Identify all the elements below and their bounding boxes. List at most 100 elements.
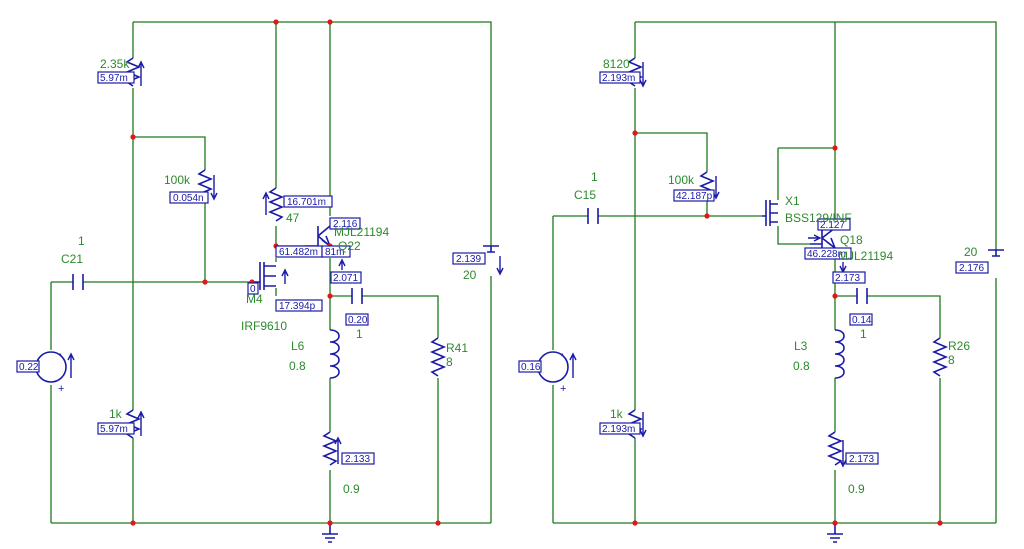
svg-text:+: + (560, 383, 566, 395)
left-r-bias-probe-box (169, 191, 209, 204)
right-source-probe: 0.16 (521, 362, 541, 373)
right-junction (704, 213, 710, 219)
right-junction (832, 293, 838, 299)
right-r-bias-value: 100k (668, 173, 695, 187)
left-fet-ref: M4 (246, 292, 263, 306)
right-r-pot-arrow-icon (839, 440, 847, 468)
left-ind-ref: L6 (291, 339, 305, 353)
right-c-in-capacitor (587, 208, 599, 224)
left-battery (483, 245, 504, 276)
right-load-value: 8 (948, 353, 955, 367)
right-r-top-probe: 2.193m (602, 73, 635, 84)
left-q-top-probe-box (329, 217, 361, 230)
left-r-load-resistor (429, 337, 447, 377)
left-junction (273, 19, 279, 25)
left-fet-bottom-probe-box (275, 299, 323, 312)
right-source: - + (537, 348, 577, 395)
left-r-top-probe: 5.97m (100, 73, 128, 84)
right-q-model: MJL21194 (838, 249, 893, 263)
right-r-pot-probe: 2.173 (849, 454, 874, 465)
left-r-top-arrow-icon (137, 60, 145, 86)
left-c-out-probe: 0.20 (348, 315, 368, 326)
right-junction (832, 520, 838, 526)
svg-text:-: - (58, 348, 62, 360)
left-r-bias-probe: 0.054n (173, 193, 204, 204)
left-ground-icon (322, 523, 338, 543)
right-battery-probe-box (955, 261, 989, 274)
right-junction (632, 520, 638, 526)
left-junction (130, 134, 136, 140)
left-q-ref: Q22 (338, 239, 361, 253)
left-r-top-probe-box (97, 71, 135, 84)
right-battery-value: 20 (964, 245, 978, 259)
right-junction (632, 130, 638, 136)
left-mosfet-m4 (252, 262, 289, 290)
left-r-emitter-resistor (267, 187, 285, 222)
left-wire-top-rail (133, 21, 492, 246)
right-q-bottom-probe-box (804, 247, 852, 260)
left-c-in-value: 1 (78, 234, 85, 248)
right-q-bottom-probe: 46.228m (807, 249, 846, 260)
right-battery-probe: 2.176 (959, 263, 984, 274)
left-junction (327, 293, 333, 299)
left-wire-bias-branch (133, 136, 206, 282)
right-c-in-value: 1 (591, 170, 598, 184)
left-node-out-probe: 2.071 (333, 273, 358, 284)
left-battery-probe-box (452, 252, 486, 265)
right-c-out-probe-box (849, 313, 873, 326)
left-battery-value: 20 (463, 268, 477, 282)
right-circuit: - + 2.193m 42.1 (518, 21, 1004, 543)
right-node-arrow-icon (839, 262, 847, 274)
right-r-bottom-probe: 2.193m (602, 424, 635, 435)
left-fet-gate-probe-box (247, 282, 259, 295)
left-bjt-q22 (305, 225, 332, 249)
left-node-arrow-icon (338, 258, 346, 270)
left-r-bottom-value: 1k (109, 407, 123, 421)
left-c-in-capacitor (72, 274, 84, 290)
left-source-probe: 0.22 (19, 362, 39, 373)
left-source: - + (35, 348, 75, 395)
right-junction (832, 145, 838, 151)
left-junction (327, 19, 333, 25)
right-r-top-value: 8120 (603, 57, 630, 71)
right-ind-value: 0.8 (793, 359, 810, 373)
left-r-bias-value: 100k (164, 173, 191, 187)
left-fet-model: IRF9610 (241, 319, 287, 333)
left-circuit: - + (16, 19, 504, 543)
left-r-top-value: 2.35k (100, 57, 130, 71)
left-c-in-ref: C21 (61, 252, 83, 266)
right-ground-icon (827, 523, 843, 543)
left-r-emitter-probe: 16.701m (287, 197, 326, 208)
right-q-top-probe-box (817, 218, 851, 231)
left-q-right-probe: 81m (325, 247, 344, 258)
left-load-ref: R41 (446, 341, 468, 355)
left-r-bottom-probe: 5.97m (100, 424, 128, 435)
right-node-out-probe: 2.173 (835, 273, 860, 284)
right-mosfet-x1 (762, 200, 778, 226)
left-junction (435, 520, 441, 526)
left-source-probe-box (16, 360, 40, 373)
left-r-pot-arrow-icon (334, 436, 342, 464)
right-node-out-probe-box (832, 271, 866, 284)
right-wire-bias-branch (635, 132, 708, 216)
left-q-right-probe-box (321, 245, 351, 258)
left-r-bottom-probe-box (97, 422, 135, 435)
right-c-out-capacitor (856, 288, 868, 304)
left-junction (130, 520, 136, 526)
right-junction (937, 520, 943, 526)
right-source-probe-box (518, 360, 542, 373)
left-q-top-probe: 2.116 (333, 219, 358, 230)
right-r-bias-probe: 42.187p (676, 191, 713, 202)
left-r-pot-resistor (321, 431, 339, 466)
left-fet-bottom-probe: 17.394p (279, 301, 316, 312)
left-battery-probe: 2.139 (456, 254, 481, 265)
right-fet-model: BSS129/INF (785, 211, 852, 225)
left-q-model: MJL21194 (334, 225, 389, 239)
left-junction (202, 279, 208, 285)
left-r-emitter-arrow-icon (262, 191, 270, 215)
right-r-bottom-value: 1k (610, 407, 624, 421)
left-r-pot-probe-box (341, 452, 375, 465)
left-node-out-probe-box (330, 271, 362, 284)
right-c-in-ref: C15 (574, 188, 596, 202)
